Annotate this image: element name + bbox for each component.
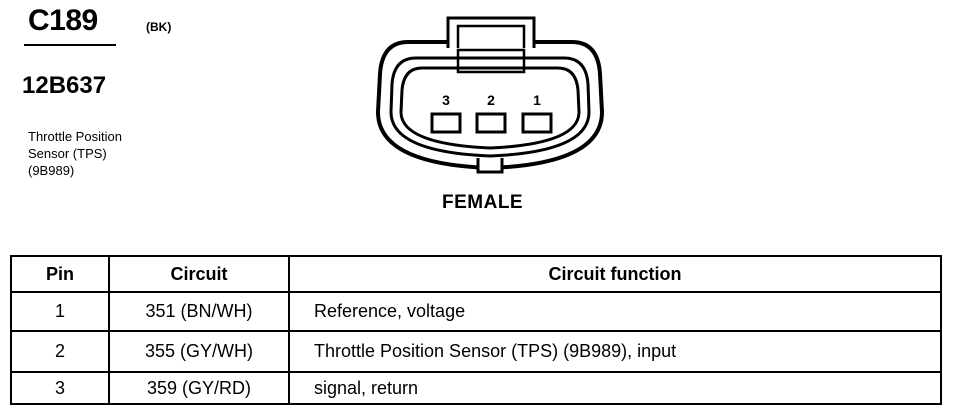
connector-gender-label: FEMALE: [442, 192, 524, 213]
description-line-1: Throttle Position: [28, 129, 122, 144]
pin-cell: 3: [10, 371, 110, 405]
cavity-label-3: 3: [442, 92, 450, 108]
table-row: 1 351 (BN/WH) Reference, voltage: [10, 291, 942, 332]
connector-face-diagram: 3 2 1: [375, 16, 605, 174]
pin-cell: 2: [10, 330, 110, 373]
circuit-cell: 355 (GY/WH): [108, 330, 290, 373]
cavity-label-1: 1: [533, 92, 541, 108]
function-cell: signal, return: [288, 371, 942, 405]
cavity-1: [521, 112, 553, 134]
circuit-cell: 351 (BN/WH): [108, 291, 290, 332]
part-number: 12B637: [22, 72, 107, 99]
connector-color-code: (BK): [146, 20, 172, 34]
table-header-row: Pin Circuit Circuit function: [10, 255, 942, 293]
housing-seal-ring: [389, 56, 591, 158]
table-row: 2 355 (GY/WH) Throttle Position Sensor (…: [10, 330, 942, 373]
circuit-cell: 359 (GY/RD): [108, 371, 290, 405]
header-pin: Pin: [10, 255, 110, 293]
function-cell: Reference, voltage: [288, 291, 942, 332]
description-line-2: Sensor (TPS): [28, 146, 107, 161]
function-cell: Throttle Position Sensor (TPS) (9B989), …: [288, 330, 942, 373]
cavity-label-2: 2: [487, 92, 495, 108]
description-line-3: (9B989): [28, 163, 75, 178]
cavity-3: [430, 112, 462, 134]
key-notch: [476, 158, 504, 174]
header-circuit: Circuit: [108, 255, 290, 293]
pin-cell: 1: [10, 291, 110, 332]
connector-id: C189: [28, 4, 98, 37]
header-circuit-function: Circuit function: [288, 255, 942, 293]
connector-id-underline: [24, 44, 116, 46]
table-row: 3 359 (GY/RD) signal, return: [10, 371, 942, 405]
cavity-2: [475, 112, 507, 134]
housing-inner-wall: [399, 66, 581, 150]
pinout-table: Pin Circuit Circuit function 1 351 (BN/W…: [10, 255, 942, 405]
